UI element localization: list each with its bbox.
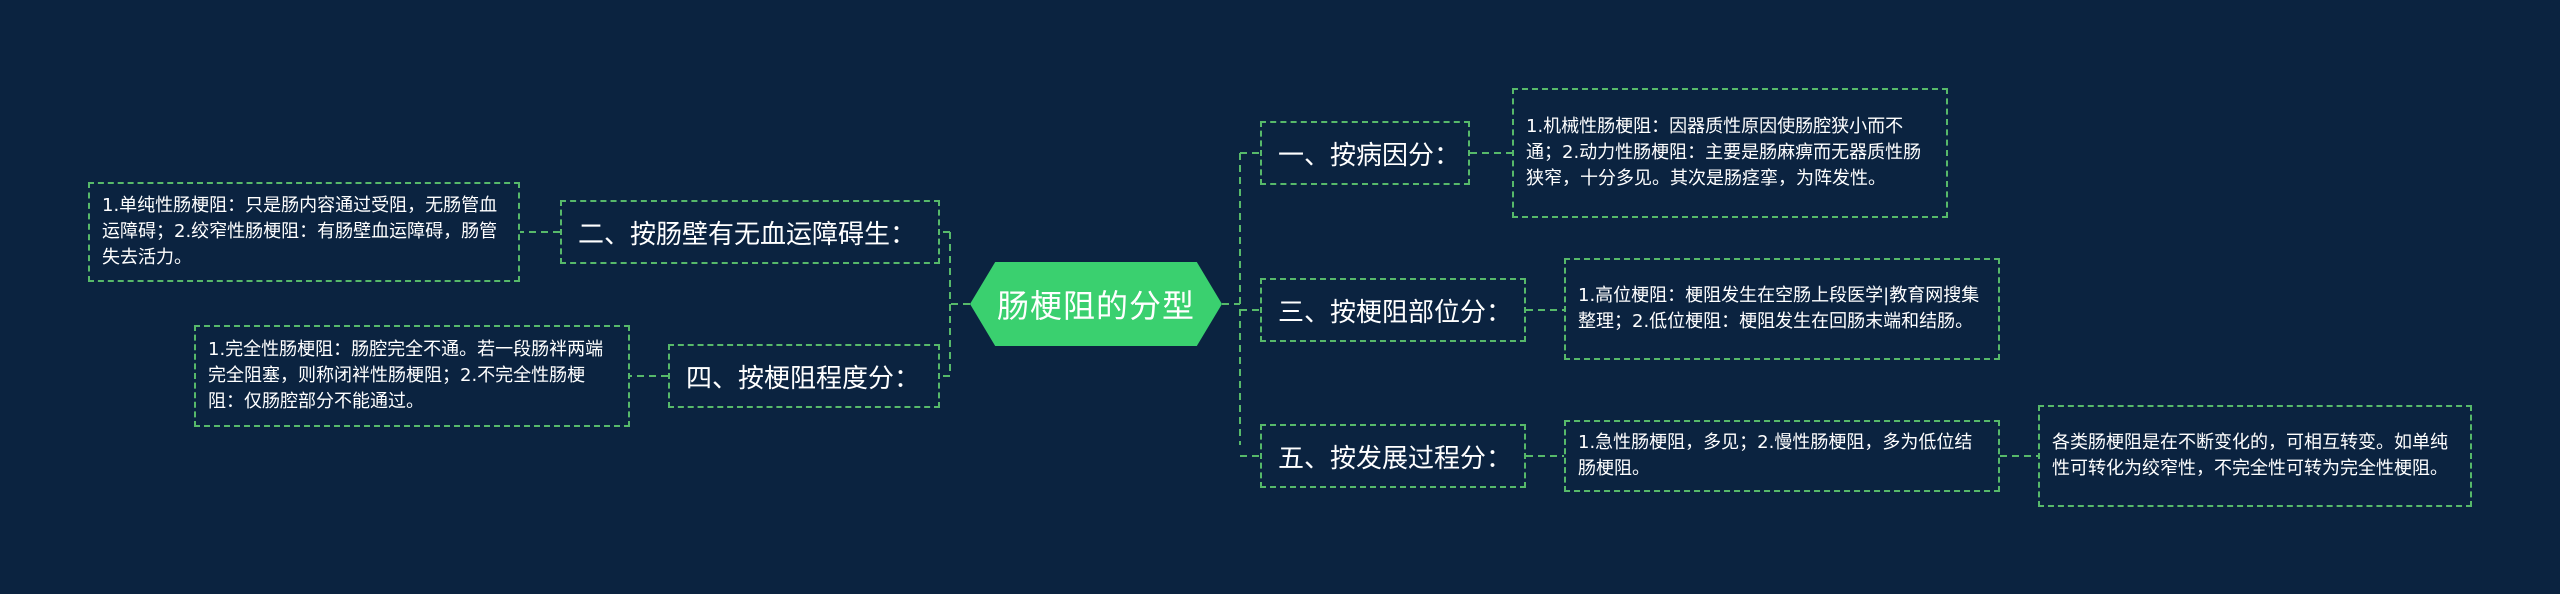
branch-course-label: 五、按发展过程分：	[1278, 443, 1513, 474]
detail-degree-text: 1.完全性肠梗阻：肠腔完全不通。若一段肠袢两端完全阻塞，则称闭袢性肠梗阻；2.不…	[208, 339, 604, 412]
branch-cause[interactable]: 一、按病因分：	[1260, 121, 1470, 185]
detail-location-text: 1.高位梗阻：梗阻发生在空肠上段医学|教育网搜集整理；2.低位梗阻：梗阻发生在回…	[1578, 285, 1980, 332]
branch-course[interactable]: 五、按发展过程分：	[1260, 424, 1526, 488]
branch-location-label: 三、按梗阻部位分：	[1278, 297, 1513, 328]
note-course[interactable]: 各类肠梗阻是在不断变化的，可相互转变。如单纯性可转化为绞窄性，不完全性可转为完全…	[2038, 405, 2472, 507]
detail-blood-text: 1.单纯性肠梗阻：只是肠内容通过受阻，无肠管血运障碍；2.绞窄性肠梗阻：有肠壁血…	[102, 195, 498, 268]
detail-cause-text: 1.机械性肠梗阻：因器质性原因使肠腔狭小而不通；2.动力性肠梗阻：主要是肠麻痹而…	[1526, 116, 1922, 189]
note-course-text: 各类肠梗阻是在不断变化的，可相互转变。如单纯性可转化为绞窄性，不完全性可转为完全…	[2052, 432, 2448, 479]
branch-location[interactable]: 三、按梗阻部位分：	[1260, 278, 1526, 342]
detail-course[interactable]: 1.急性肠梗阻，多见；2.慢性肠梗阻，多为低位结肠梗阻。	[1564, 420, 2000, 492]
detail-degree[interactable]: 1.完全性肠梗阻：肠腔完全不通。若一段肠袢两端完全阻塞，则称闭袢性肠梗阻；2.不…	[194, 325, 630, 427]
branch-blood-label: 二、按肠壁有无血运障碍生：	[578, 219, 917, 250]
branch-blood[interactable]: 二、按肠壁有无血运障碍生：	[560, 200, 940, 264]
branch-cause-label: 一、按病因分：	[1278, 140, 1461, 171]
detail-blood[interactable]: 1.单纯性肠梗阻：只是肠内容通过受阻，无肠管血运障碍；2.绞窄性肠梗阻：有肠壁血…	[88, 182, 520, 282]
branch-degree[interactable]: 四、按梗阻程度分：	[668, 344, 940, 408]
branch-degree-label: 四、按梗阻程度分：	[686, 363, 921, 394]
detail-location[interactable]: 1.高位梗阻：梗阻发生在空肠上段医学|教育网搜集整理；2.低位梗阻：梗阻发生在回…	[1564, 258, 2000, 360]
root-node[interactable]: 肠梗阻的分型	[970, 262, 1222, 346]
root-label: 肠梗阻的分型	[996, 287, 1195, 325]
detail-cause[interactable]: 1.机械性肠梗阻：因器质性原因使肠腔狭小而不通；2.动力性肠梗阻：主要是肠麻痹而…	[1512, 88, 1948, 218]
detail-course-text: 1.急性肠梗阻，多见；2.慢性肠梗阻，多为低位结肠梗阻。	[1578, 432, 1973, 479]
